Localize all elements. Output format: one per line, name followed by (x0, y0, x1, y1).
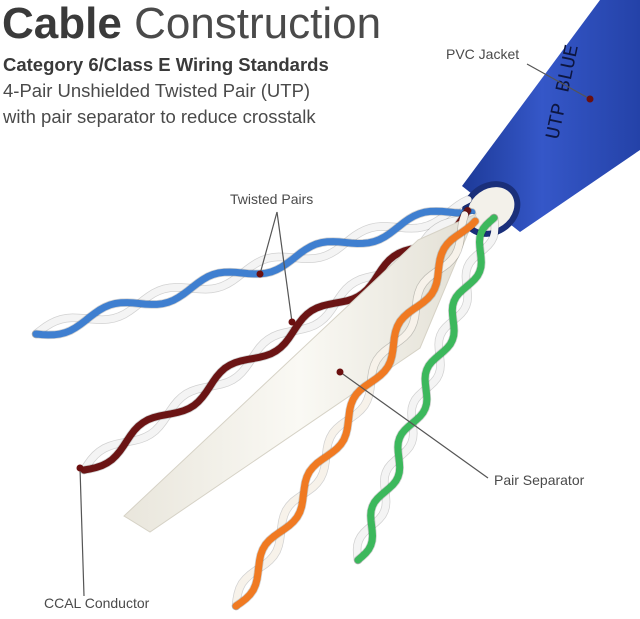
leader-pairs-a (259, 211, 278, 275)
title-bold: Cable (2, 0, 122, 48)
description-line-1: 4-Pair Unshielded Twisted Pair (UTP) (3, 80, 311, 101)
description-line-2: with pair separator to reduce crosstalk (3, 106, 316, 127)
callout-ccal-conductor: CCAL Conductor (44, 595, 150, 611)
leader-separator (339, 371, 489, 479)
twisted-pair-orange (231, 210, 480, 611)
leader-pairs-b (276, 211, 293, 323)
twisted-pair-green (352, 213, 500, 565)
page-title: Cable Construction (2, 0, 381, 48)
brown-pair-solid-wire (80, 207, 472, 474)
leader-dot-separator (336, 368, 344, 376)
green-pair-solid-wire (354, 214, 498, 564)
leader-dot-conductor (76, 464, 84, 472)
twisted-pair-blue (31, 195, 477, 340)
subtitle: Category 6/Class E Wiring Standards (3, 54, 329, 75)
orange-pair-stripe-wire (232, 211, 469, 610)
blue-pair-solid-wire (32, 207, 476, 339)
orange-pair-solid-wire (232, 217, 479, 610)
leader-lines (79, 63, 591, 597)
pvc-jacket: UTP BLUE (461, 0, 640, 237)
leader-jacket (526, 63, 591, 100)
leader-dots (76, 95, 594, 472)
callout-pair-separator: Pair Separator (494, 472, 585, 488)
leader-conductor (79, 467, 85, 597)
callout-pvc-jacket: PVC Jacket (446, 46, 520, 62)
leader-dot-pairs-a (256, 270, 264, 278)
callout-twisted-pairs: Twisted Pairs (230, 191, 314, 207)
leader-dot-jacket (586, 95, 594, 103)
title-light: Construction (134, 0, 382, 48)
leader-dot-pairs-b (288, 318, 296, 326)
